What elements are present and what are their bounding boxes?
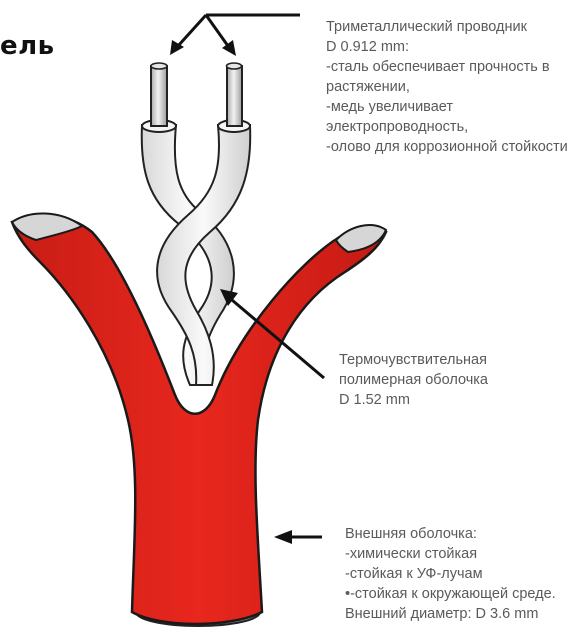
jacket-line-5: Внешний диаметр: D 3.6 mm <box>345 604 556 624</box>
jacket-line-3: -стойкая к УФ-лучам <box>345 564 556 584</box>
insulation-line-3: D 1.52 mm <box>339 390 488 410</box>
conductor-line-6: электропроводность, <box>326 117 568 137</box>
conductor-annotation: Триметаллический проводник D 0.912 mm: -… <box>326 17 568 157</box>
insulation-line-2: полимерная оболочка <box>339 370 488 390</box>
arrow-head-jacket <box>274 530 292 544</box>
twisted-insulation <box>142 120 251 385</box>
jacket-line-2: -химически стойкая <box>345 544 556 564</box>
conductor-line-1: Триметаллический проводник <box>326 17 568 37</box>
insulation-annotation: Термочувствительная полимерная оболочка … <box>339 350 488 410</box>
conductor-line-4: растяжении, <box>326 77 568 97</box>
conductors <box>151 63 242 126</box>
jacket-line-1: Внешняя оболочка: <box>345 524 556 544</box>
conductor-line-7: -олово для коррозионной стойкости <box>326 137 568 157</box>
outer-jacket <box>12 213 386 624</box>
conductor-line-5: -медь увеличивает <box>326 97 568 117</box>
conductor-line-2: D 0.912 mm: <box>326 37 568 57</box>
jacket-annotation: Внешняя оболочка: -химически стойкая -ст… <box>345 524 556 624</box>
conductor-line-3: -сталь обеспечивает прочность в <box>326 57 568 77</box>
jacket-line-4: •-стойкая к окружающей среде. <box>345 584 556 604</box>
insulation-line-1: Термочувствительная <box>339 350 488 370</box>
